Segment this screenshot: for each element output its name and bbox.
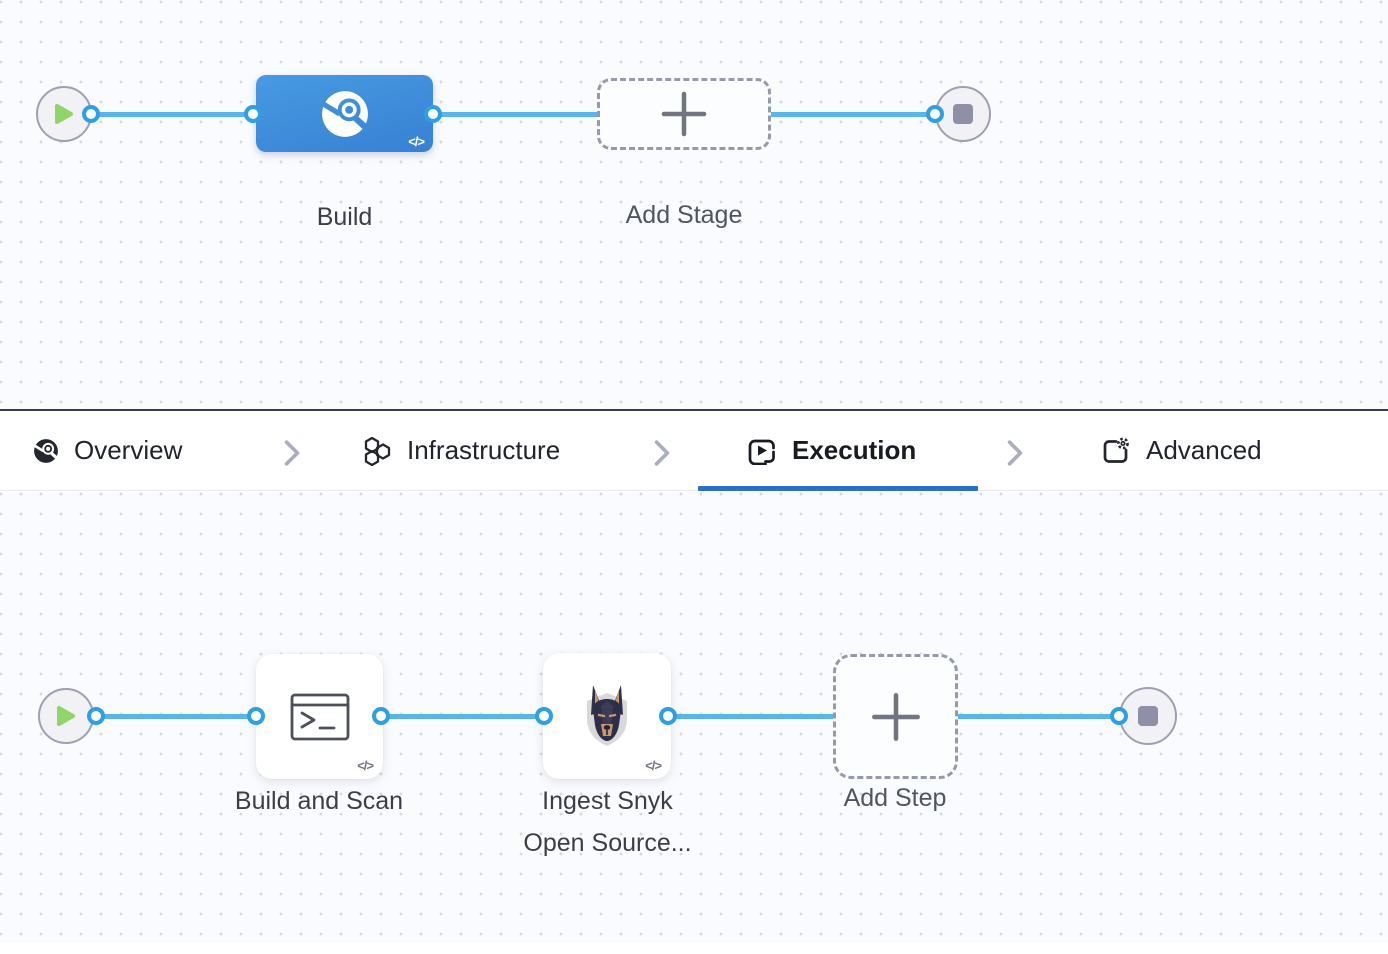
plus-icon (661, 91, 707, 137)
connector-step1-to-step2 (384, 714, 548, 719)
play-icon (55, 104, 73, 124)
ci-overview-icon (33, 437, 59, 464)
play-icon (57, 706, 75, 726)
port-steps-start (87, 707, 105, 725)
tab-overview-label: Overview (74, 435, 183, 465)
step-label-ingest-snyk: Ingest Snyk Open Source... (490, 780, 725, 864)
tab-overview[interactable]: Overview (33, 411, 182, 490)
add-stage-button[interactable] (597, 78, 771, 150)
port-end (926, 105, 944, 123)
execution-play-square-icon (748, 439, 775, 465)
add-step-label: Add Step (843, 784, 947, 812)
stage-pipeline-canvas[interactable]: </> Build Add Stage (0, 0, 1388, 409)
port-steps-end (1110, 707, 1128, 725)
code-icon: </> (408, 134, 425, 149)
chevron-right-icon (284, 440, 300, 466)
port-step1-right (372, 707, 390, 725)
tab-infrastructure-label: Infrastructure (407, 435, 561, 465)
advanced-gear-square-icon (1103, 437, 1129, 463)
add-step-button[interactable] (833, 654, 958, 779)
tab-execution-label: Execution (792, 435, 917, 465)
steps-start-node (38, 688, 94, 744)
stage-label: Build (316, 203, 373, 231)
chevron-right-icon (1007, 440, 1023, 466)
port-stage-left (244, 105, 262, 123)
tab-infrastructure[interactable]: Infrastructure (360, 411, 560, 490)
step-node-ingest-snyk[interactable]: </> (543, 653, 671, 779)
stop-icon (953, 104, 973, 124)
step-label-line1: Ingest Snyk (542, 787, 673, 815)
stage-node-build[interactable]: </> (256, 75, 433, 152)
stop-icon (1138, 706, 1158, 726)
active-tab-underline (698, 486, 978, 491)
snyk-doberman-icon (587, 685, 627, 746)
tab-execution[interactable]: Execution (747, 411, 916, 490)
pipeline-start-node (36, 86, 92, 142)
steps-end-node (1119, 687, 1177, 745)
tab-advanced-label: Advanced (1146, 435, 1262, 465)
stage-config-tab-bar: Overview Infrastructure Execution (0, 409, 1388, 491)
connector-start-to-step1 (100, 714, 260, 719)
port-step1-left (247, 707, 265, 725)
step-label-line2: Open Source... (523, 829, 692, 857)
code-icon: </> (357, 758, 374, 773)
tab-advanced[interactable]: Advanced (1101, 411, 1262, 490)
code-icon: </> (645, 758, 662, 773)
port-stage-right (424, 105, 442, 123)
add-stage-label: Add Stage (625, 201, 743, 229)
infrastructure-hexagons-icon (364, 436, 391, 466)
ci-build-icon (319, 88, 370, 139)
port-start (82, 105, 100, 123)
step-label-build-and-scan: Build and Scan (234, 787, 404, 815)
step-node-build-and-scan[interactable]: </> (256, 654, 383, 779)
execution-step-canvas[interactable]: </> </> Build and Scan Inge (0, 492, 1388, 943)
port-step2-left (535, 707, 553, 725)
canvas-bottom-strip (0, 943, 1388, 954)
chevron-right-icon (654, 440, 670, 466)
plus-icon (871, 692, 920, 741)
connector-start-to-stage (95, 112, 260, 117)
terminal-run-icon (290, 693, 349, 740)
port-step2-right (659, 707, 677, 725)
